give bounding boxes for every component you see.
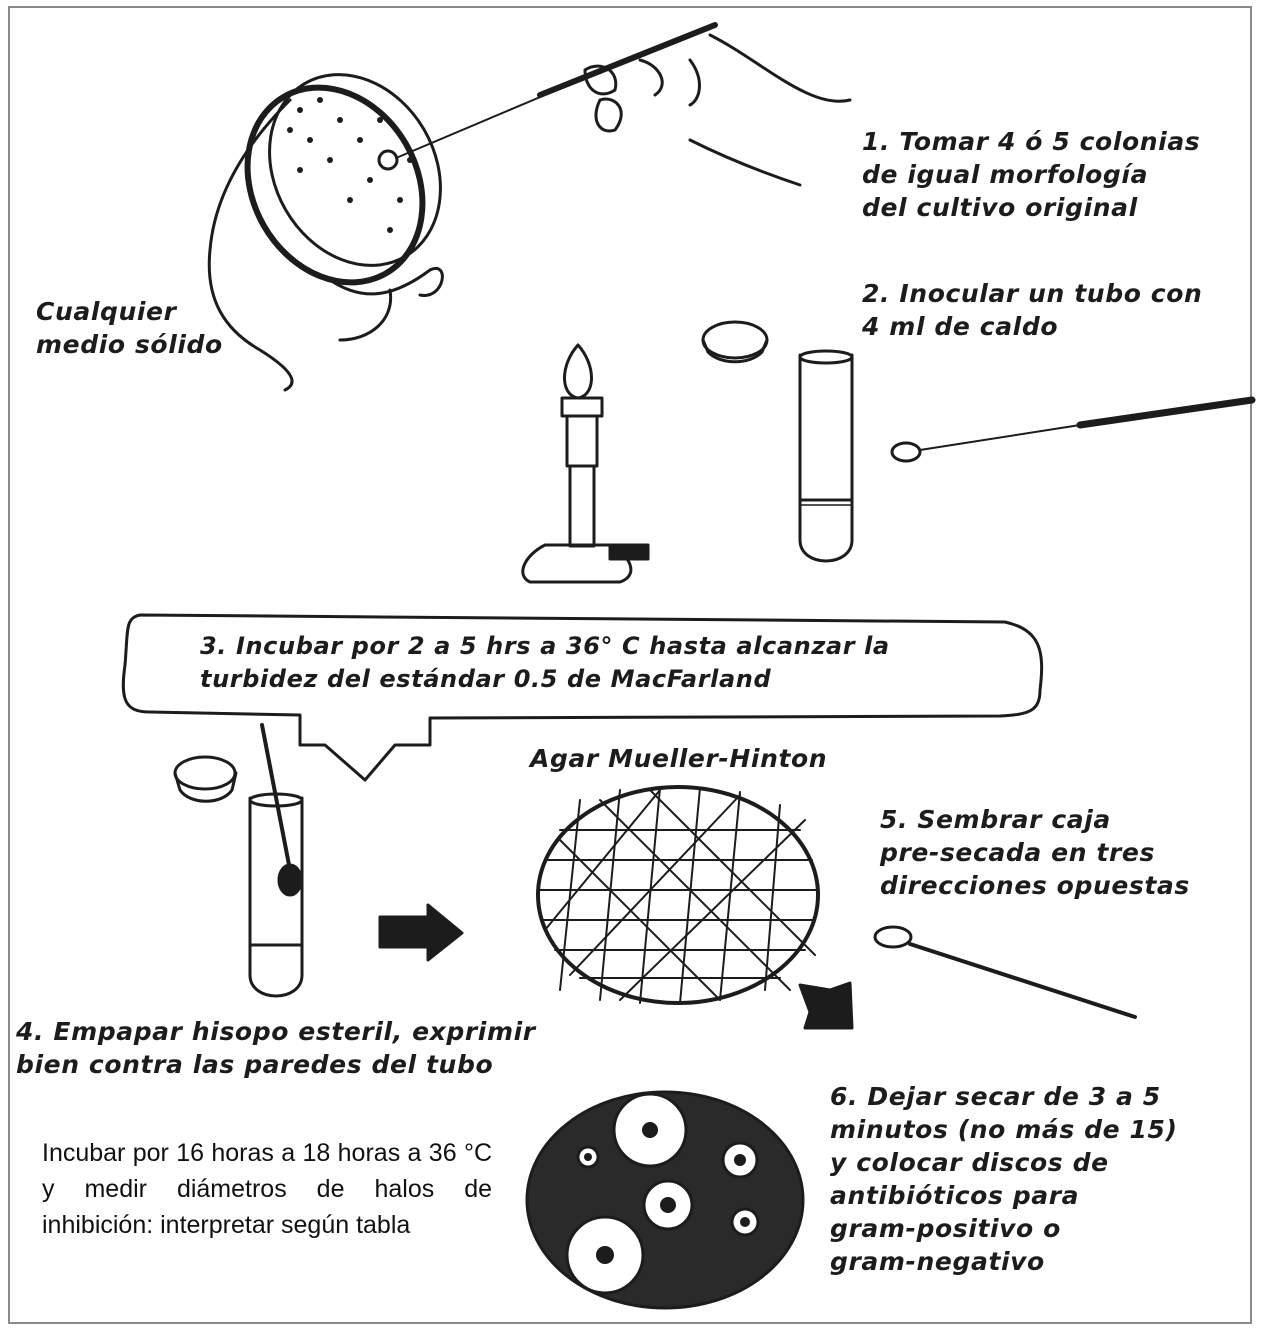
- plate-with-discs-icon: [527, 1092, 803, 1308]
- arrow-right-icon: [380, 905, 462, 960]
- swab-icon: [875, 927, 1135, 1017]
- broth-tube-icon: [800, 351, 852, 561]
- step6-text: 6. Dejar secar de 3 a 5 minutos (no más …: [830, 1080, 1240, 1278]
- step2-text: 2. Inocular un tubo con 4 ml de caldo: [862, 277, 1242, 343]
- tube-with-swab-icon: [250, 725, 302, 996]
- step1-text: 1. Tomar 4 ó 5 colonias de igual morfolo…: [862, 125, 1242, 224]
- step3-text: 3. Incubar por 2 a 5 hrs a 36° C hasta a…: [200, 630, 1020, 696]
- solid-medium-label: Cualquier medio sólido: [36, 295, 256, 361]
- bunsen-burner-icon: [523, 345, 648, 582]
- final-incubation-text: Incubar por 16 horas a 18 horas a 36 °C …: [42, 1135, 492, 1243]
- inoculating-loop: [396, 25, 715, 158]
- arrow-down-icon: [800, 983, 852, 1028]
- step5-text: 5. Sembrar caja pre-secada en tres direc…: [880, 803, 1245, 902]
- agar-label: Agar Mueller-Hinton: [530, 742, 850, 775]
- streaked-plate-icon: [538, 787, 818, 1003]
- loop-with-sample-icon: [892, 400, 1252, 461]
- tube-cap-icon: [703, 322, 767, 362]
- tube-cap-icon-2: [175, 757, 236, 801]
- step4-text: 4. Empapar hisopo esteril, exprimir bien…: [16, 1015, 556, 1081]
- fingers-holding-loop: [585, 35, 850, 185]
- petri-dish-colonies: [213, 43, 474, 314]
